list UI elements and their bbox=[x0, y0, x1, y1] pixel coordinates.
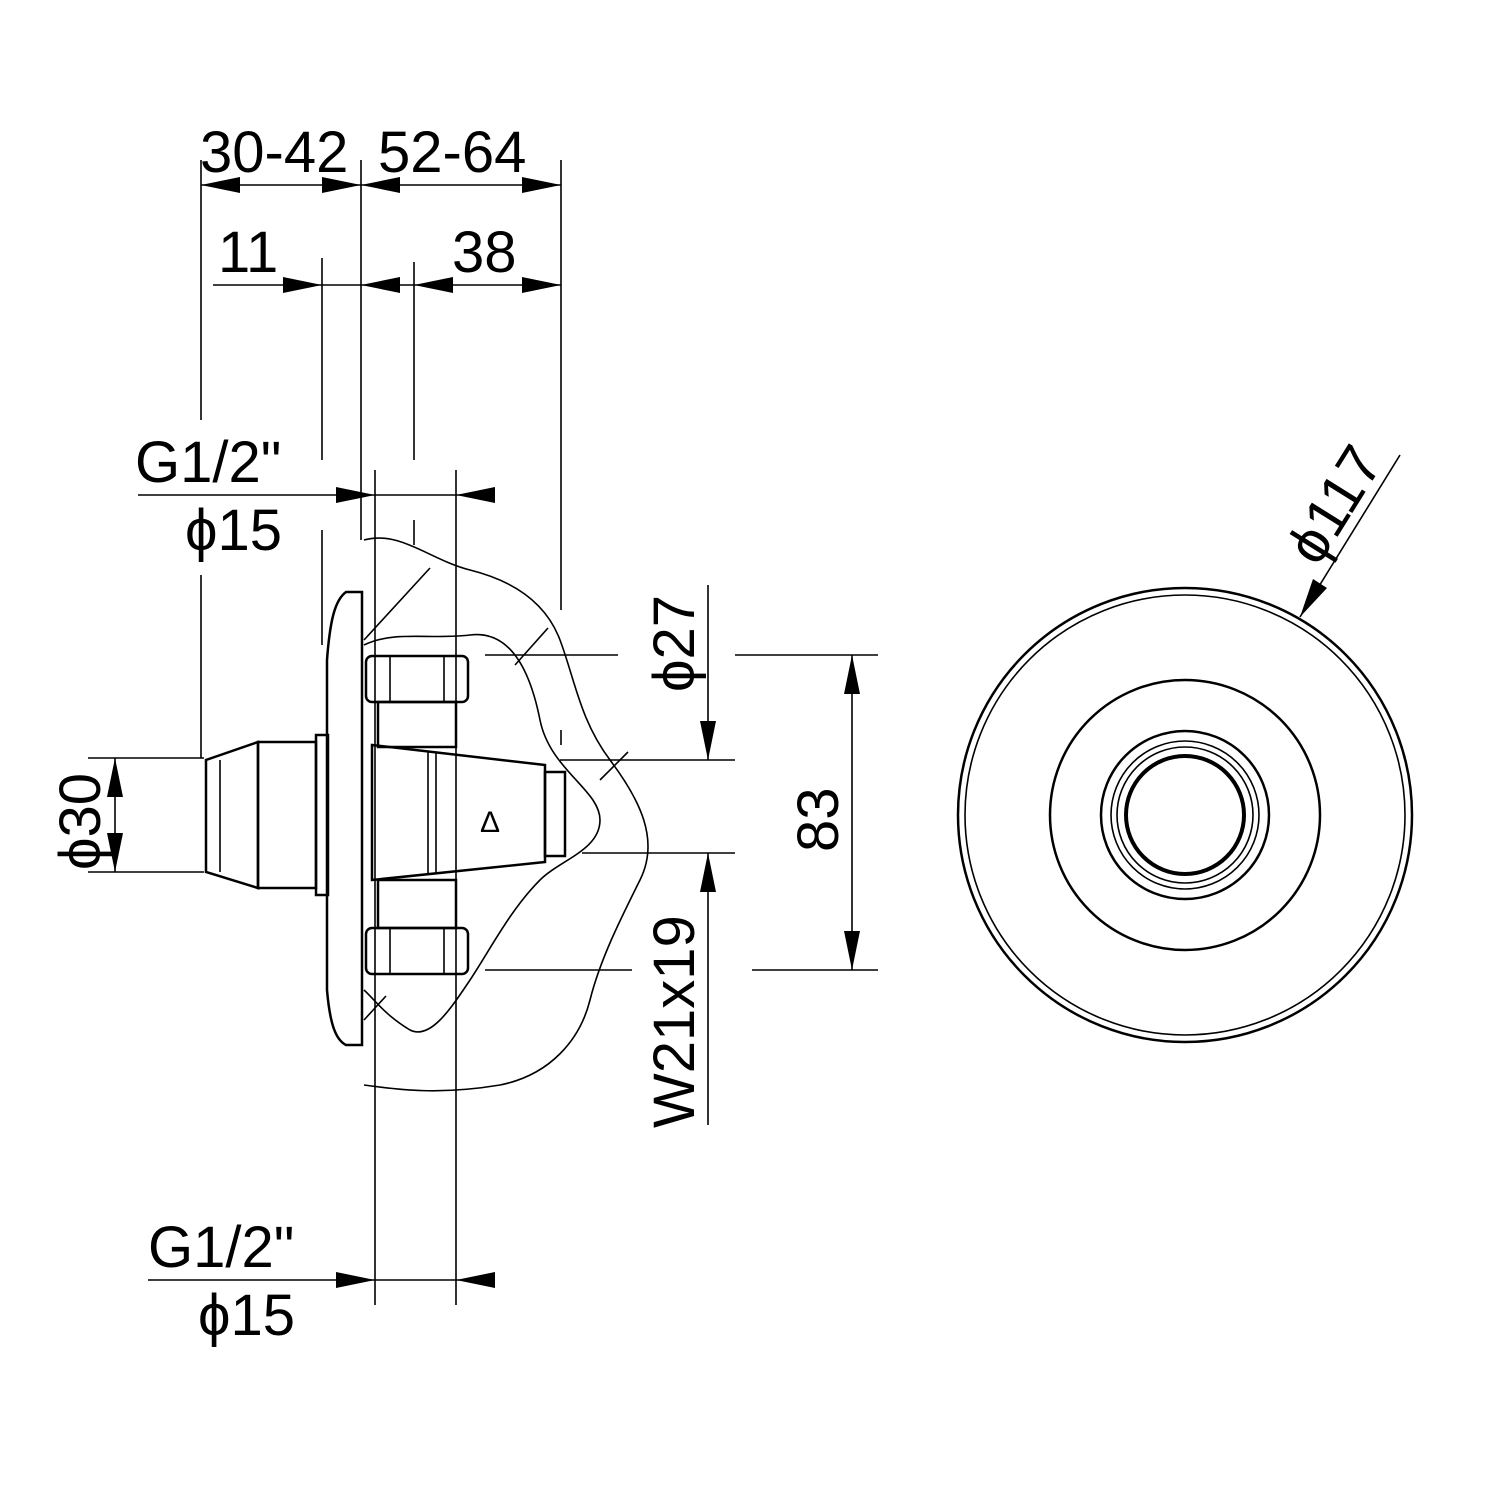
cover-plate-bevel bbox=[964, 594, 1406, 1036]
dim-label-thread-lower: G1/2" bbox=[148, 1215, 294, 1280]
upper-inlet-pipe bbox=[376, 700, 458, 749]
arrowhead bbox=[844, 931, 860, 970]
arrowhead bbox=[700, 853, 716, 892]
cover-plate-profile bbox=[325, 590, 364, 1047]
arrowhead bbox=[283, 277, 322, 293]
valve-outlet-stub bbox=[543, 770, 567, 858]
button-ring-inner bbox=[1116, 746, 1254, 884]
arrowhead bbox=[361, 177, 400, 193]
hatch-line bbox=[363, 567, 431, 641]
hatch-line bbox=[599, 751, 629, 781]
push-button-face bbox=[1124, 754, 1246, 876]
button-ring-outer bbox=[1099, 729, 1271, 901]
plate-boss bbox=[314, 733, 330, 897]
dim-label-11: 11 bbox=[218, 220, 278, 285]
arrowhead bbox=[844, 655, 860, 694]
hatch-line bbox=[514, 627, 549, 666]
push-button-profile bbox=[204, 740, 260, 890]
arrowhead bbox=[522, 277, 561, 293]
dim-label-30-42: 30-42 bbox=[200, 120, 348, 185]
arrowhead bbox=[700, 721, 716, 760]
wall-recess-outline bbox=[363, 537, 649, 1092]
lower-compression-nut bbox=[364, 926, 470, 976]
dimension-lines bbox=[107, 177, 1401, 1288]
arrowhead bbox=[201, 177, 240, 193]
dim-label-38: 38 bbox=[452, 220, 517, 285]
arrowhead bbox=[336, 487, 375, 503]
dim-label-diameter-upper: ϕ15 bbox=[185, 498, 282, 563]
wall-recess-inner-outline bbox=[363, 633, 601, 1033]
arrowhead bbox=[456, 487, 495, 503]
upper-compression-nut bbox=[364, 654, 470, 704]
dim-label-thread-upper: G1/2" bbox=[135, 430, 281, 495]
dim-label-83: 83 bbox=[786, 787, 851, 852]
arrowhead bbox=[107, 833, 123, 872]
side-view: Δ bbox=[204, 537, 649, 1092]
dim-label-diameter-117: ϕ117 bbox=[1274, 434, 1395, 574]
lower-inlet-pipe bbox=[376, 878, 458, 930]
dim-label-52-64: 52-64 bbox=[378, 120, 526, 185]
arrowhead bbox=[414, 277, 453, 293]
front-view bbox=[956, 586, 1414, 1044]
arrowhead bbox=[1300, 579, 1327, 617]
arrowhead bbox=[456, 1272, 495, 1288]
dim-label-diameter-27: ϕ27 bbox=[642, 595, 707, 692]
arrowhead bbox=[322, 177, 361, 193]
extension-lines bbox=[88, 160, 878, 1305]
button-ring-middle bbox=[1110, 740, 1260, 890]
arrowhead bbox=[361, 277, 400, 293]
push-button-sleeve bbox=[256, 740, 318, 890]
arrowhead bbox=[336, 1272, 375, 1288]
arrowhead bbox=[107, 758, 123, 797]
dimension-labels: 30-42 52-64 11 38 G1/2" ϕ15 G1/2" ϕ15 ϕ3… bbox=[48, 120, 1395, 1348]
dim-label-diameter-30: ϕ30 bbox=[48, 773, 113, 870]
valve-marker-symbol: Δ bbox=[480, 806, 500, 839]
dim-label-diameter-lower: ϕ15 bbox=[198, 1283, 295, 1348]
cover-plate-inner bbox=[1048, 678, 1322, 952]
valve-body bbox=[370, 743, 547, 882]
arrowhead bbox=[522, 177, 561, 193]
cover-plate-outer bbox=[956, 586, 1414, 1044]
dim-label-spindle: W21x19 bbox=[642, 915, 707, 1128]
